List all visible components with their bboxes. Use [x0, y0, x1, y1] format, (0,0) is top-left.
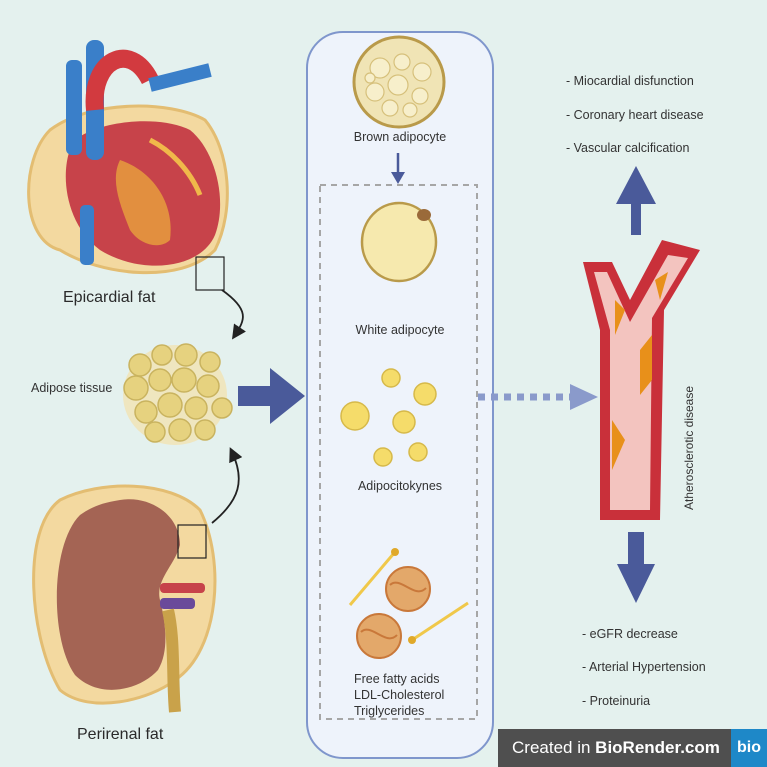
badge-text: Created in BioRender.com: [512, 738, 720, 758]
heart-to-adipose-arrow: [221, 289, 246, 340]
atherosclerotic-disease-label: Atherosclerotic disease: [682, 385, 696, 511]
brown-adipocyte-label: Brown adipocyte: [353, 130, 447, 144]
kidney-to-adipose-arrow: [211, 447, 243, 524]
badge-prefix: Created in: [512, 738, 596, 757]
kidney-illustration: [32, 484, 217, 713]
biorender-badge[interactable]: Created in BioRender.com bio: [498, 729, 767, 767]
white-adipocyte-label: White adipocyte: [355, 323, 445, 337]
adipocitokynes-illustration: [340, 368, 437, 467]
renal-effect-item: - Arterial Hypertension: [582, 660, 706, 674]
adipose-to-panel-arrow: [238, 368, 305, 424]
adipose-tissue-label: Adipose tissue: [31, 381, 113, 395]
down-arrow: [617, 532, 655, 603]
cardiac-effect-item: - Vascular calcification: [566, 141, 690, 155]
heart-illustration: [27, 40, 229, 291]
cardiac-effect-item: - Miocardial disfunction: [566, 74, 694, 88]
brown-adipocyte-illustration: [352, 35, 446, 129]
up-arrow: [616, 166, 656, 235]
adipocitokynes-label: Adipocitokynes: [357, 479, 443, 493]
free-fatty-acids-label: Free fatty acids: [354, 672, 440, 686]
triglycerides-label: Triglycerides: [354, 704, 425, 718]
biorender-logo: bio: [731, 729, 767, 767]
badge-brand: BioRender.com: [595, 738, 720, 757]
ldl-cholesterol-label: LDL-Cholesterol: [354, 688, 445, 702]
white-adipocyte-illustration: [360, 201, 438, 283]
epicardial-fat-label: Epicardial fat: [63, 289, 156, 306]
lipoprotein-illustration: [348, 548, 469, 659]
perirenal-fat-label: Perirenal fat: [77, 726, 164, 743]
adipose-tissue-illustration: [123, 343, 233, 445]
renal-effect-item: - eGFR decrease: [582, 627, 678, 641]
dashed-box: [319, 184, 478, 720]
blood-vessel-illustration: [583, 240, 700, 520]
cardiac-effect-item: - Coronary heart disease: [566, 108, 704, 122]
renal-effect-item: - Proteinuria: [582, 694, 651, 708]
